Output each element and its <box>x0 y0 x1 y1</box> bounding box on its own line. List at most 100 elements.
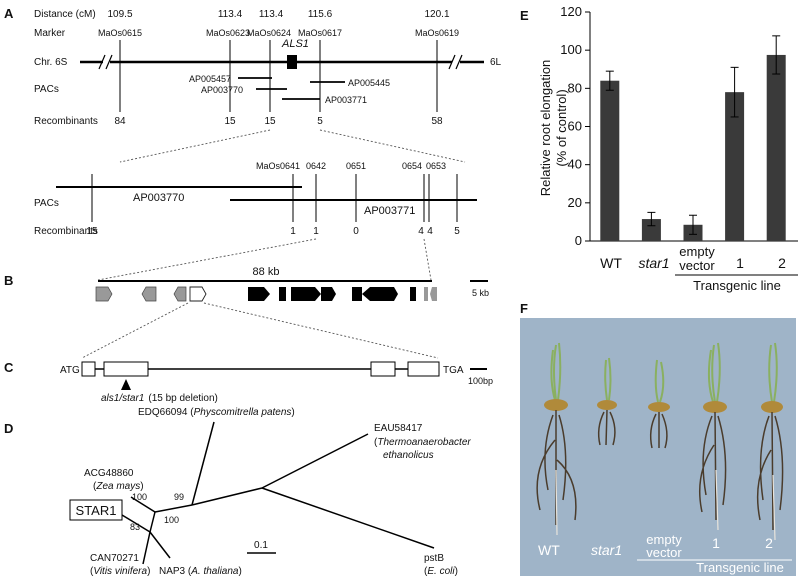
panel-label-c: C <box>4 360 14 375</box>
y-tick-label: 100 <box>560 42 582 57</box>
bootstrap-value: 100 <box>164 515 179 525</box>
photo-label-empty: empty <box>646 532 682 547</box>
row-label-marker: Marker <box>34 28 66 39</box>
stop-codon-label: TGA <box>443 365 464 376</box>
pac-label: AP005457 <box>189 74 231 84</box>
row-label-chromosome: Chr. 6S <box>34 57 68 68</box>
photo-label-star1: star1 <box>591 542 622 558</box>
fine-marker-name: 0651 <box>346 161 366 171</box>
gene-structure <box>81 361 440 377</box>
tree-scale-label: 0.1 <box>254 540 268 551</box>
pac-clones <box>238 77 345 100</box>
distance-value: 115.6 <box>308 9 333 20</box>
chart-x-labels: WT star1 empty vector 1 2 <box>600 244 786 273</box>
zoom-line <box>423 238 432 281</box>
star1-gene-model <box>189 286 207 302</box>
panel-label-f: F <box>520 301 528 316</box>
bar <box>641 219 661 241</box>
chart-bars <box>600 54 786 242</box>
exon <box>103 361 149 377</box>
deletion-marker-icon <box>121 379 131 390</box>
zoom-line <box>81 302 189 359</box>
bootstrap-value: 83 <box>130 522 140 532</box>
zoom-line <box>319 129 466 163</box>
recombinant-count: 58 <box>431 116 443 127</box>
row-label-recombinants-2: Recombinants <box>34 226 98 237</box>
region-size-label: 88 kb <box>253 266 280 278</box>
x-tick-label: vector <box>679 258 715 273</box>
fine-marker-name: MaOs0641 <box>256 161 300 171</box>
marker-name: MaOs0615 <box>98 28 142 38</box>
y-tick-label: 60 <box>568 119 582 134</box>
panel-label-a: A <box>4 6 14 21</box>
seedling-line-1 <box>699 342 727 531</box>
exon <box>81 361 96 377</box>
photo-group-label: Transgenic line <box>696 560 784 575</box>
zoom-line <box>203 302 439 359</box>
taxon-eau58417-species: (Thermoanaerobacter <box>374 437 471 448</box>
fine-recombinant-count: 1 <box>290 226 296 237</box>
zoom-line <box>119 129 271 163</box>
fine-recombinant-count: 5 <box>454 226 460 237</box>
y-tick-label: 80 <box>568 80 582 95</box>
x-tick-label: 1 <box>736 255 744 271</box>
bar <box>600 80 620 241</box>
fine-recombinant-count: 0 <box>353 226 359 237</box>
chart-error-bars <box>605 35 781 235</box>
row-label-distance: Distance (cM) <box>34 9 96 20</box>
taxon-acg48860-id: ACG48860 <box>84 468 134 479</box>
taxon-edq66094: EDQ66094 (Physcomitrella patens) <box>138 407 295 418</box>
transgenic-group-label: Transgenic line <box>693 278 781 293</box>
mutation-label: als1/star1(15 bp deletion) <box>101 393 218 404</box>
taxon-star1: STAR1 <box>76 503 117 518</box>
recombinant-count: 15 <box>224 116 236 127</box>
row-label-pacs-2: PACs <box>34 198 59 209</box>
taxon-species: Zea mays <box>95 481 140 492</box>
y-tick-label: 40 <box>568 157 582 172</box>
star1-box <box>69 499 123 521</box>
x-tick-label: star1 <box>638 255 669 271</box>
marker-name: MaOs0619 <box>415 28 459 38</box>
seedling-line-2 <box>756 342 784 541</box>
panel-label-e: E <box>520 8 529 23</box>
fine-pac-label: AP003771 <box>364 205 415 217</box>
recombinant-count: 5 <box>317 116 323 127</box>
taxon-eau58417-id: EAU58417 <box>374 423 423 434</box>
photo-label-wt: WT <box>538 542 560 558</box>
y-tick-label: 120 <box>560 4 582 19</box>
x-tick-label: empty <box>679 244 715 259</box>
gene-label-als1: ALS1 <box>281 38 309 50</box>
taxon-id: NAP3 <box>159 566 186 577</box>
y-tick-label: 0 <box>575 233 582 248</box>
seedling-empty-vector <box>648 359 670 449</box>
pac-label: AP003770 <box>201 85 243 95</box>
als1-locus-box <box>287 55 297 69</box>
recombinant-count: 84 <box>114 116 126 127</box>
fine-recombinant-count: 4 <box>427 226 433 237</box>
bootstrap-value: 100 <box>132 492 147 502</box>
y-axis-label-line1: Relative root elongation <box>538 60 553 197</box>
marker-name: MaOs0624 <box>247 28 291 38</box>
zoom-line <box>97 238 317 281</box>
taxon-id: EDQ66094 <box>138 407 188 418</box>
taxon-can70271-species: (Vitis vinifera) <box>90 566 150 577</box>
marker-name: MaOs0623 <box>206 28 250 38</box>
marker-ticks <box>119 40 438 112</box>
taxon-can70271-id: CAN70271 <box>90 553 139 564</box>
taxon-acg48860-species: (Zea mays) <box>93 481 144 492</box>
taxon-species: E. coli <box>427 566 455 577</box>
seedling-photo <box>520 318 796 576</box>
row-label-pacs: PACs <box>34 84 59 95</box>
fine-recombinant-counts: 15 1 1 0 4 4 5 <box>86 226 460 237</box>
exon <box>370 361 396 377</box>
taxon-eau58417-species-2: ethanolicus <box>383 450 434 461</box>
scale-label-5kb: 5 kb <box>472 288 489 298</box>
seedling-star1 <box>597 357 617 446</box>
taxon-species: A. thaliana <box>190 566 239 577</box>
taxon-nap3: NAP3 (A. thaliana) <box>159 566 242 577</box>
bootstrap-values: 100 99 83 100 <box>130 492 184 532</box>
panel-label-d: D <box>4 421 13 436</box>
distance-value: 109.5 <box>107 9 132 20</box>
bootstrap-value: 99 <box>174 492 184 502</box>
